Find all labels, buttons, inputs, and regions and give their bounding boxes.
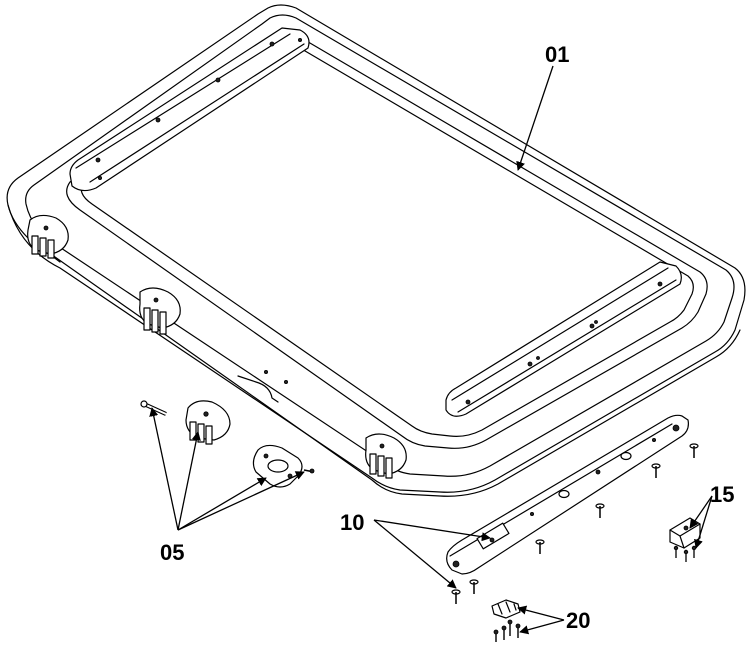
leader-line — [516, 65, 554, 171]
rail-screw — [451, 589, 461, 604]
leader-line — [517, 605, 565, 621]
callout-15: 15 — [689, 482, 734, 549]
rail-screw — [535, 539, 545, 554]
leader-line — [694, 495, 713, 549]
rail-screws — [451, 443, 699, 604]
leader-line — [149, 407, 179, 531]
callout-label-clips: 20 — [566, 608, 590, 633]
hinge-boss-right — [365, 433, 407, 479]
callout-05: 05 — [149, 407, 305, 565]
hinge-boss-middle — [139, 287, 181, 335]
leader-line — [373, 519, 457, 589]
leader-line — [519, 619, 565, 635]
callout-label-bracket: 15 — [710, 482, 734, 507]
leader-line — [177, 431, 201, 531]
rail-screw — [689, 443, 699, 458]
leader-line — [177, 477, 267, 531]
leader-line — [373, 519, 491, 542]
clips-assembly — [491, 599, 521, 642]
hinge-base — [252, 444, 303, 488]
hinge-parts-group — [140, 400, 315, 488]
bracket-assembly — [669, 517, 701, 562]
callout-label-hinge-parts: 05 — [160, 540, 184, 565]
callout-label-hinge-rail: 10 — [340, 510, 364, 535]
rail-screw — [651, 463, 661, 478]
hinge-leaf — [185, 400, 231, 445]
rail-screw — [469, 579, 479, 594]
rail-screw — [595, 503, 605, 518]
hinge-screw — [303, 468, 315, 474]
callout-10: 10 — [340, 510, 491, 589]
lid-assembly — [6, 4, 746, 497]
hinge-boss-left — [27, 214, 69, 259]
callout-20: 20 — [517, 605, 590, 635]
callout-01: 01 — [516, 42, 569, 171]
callout-label-lid: 01 — [545, 42, 569, 67]
leader-line — [177, 471, 305, 531]
leader-line — [689, 495, 713, 529]
